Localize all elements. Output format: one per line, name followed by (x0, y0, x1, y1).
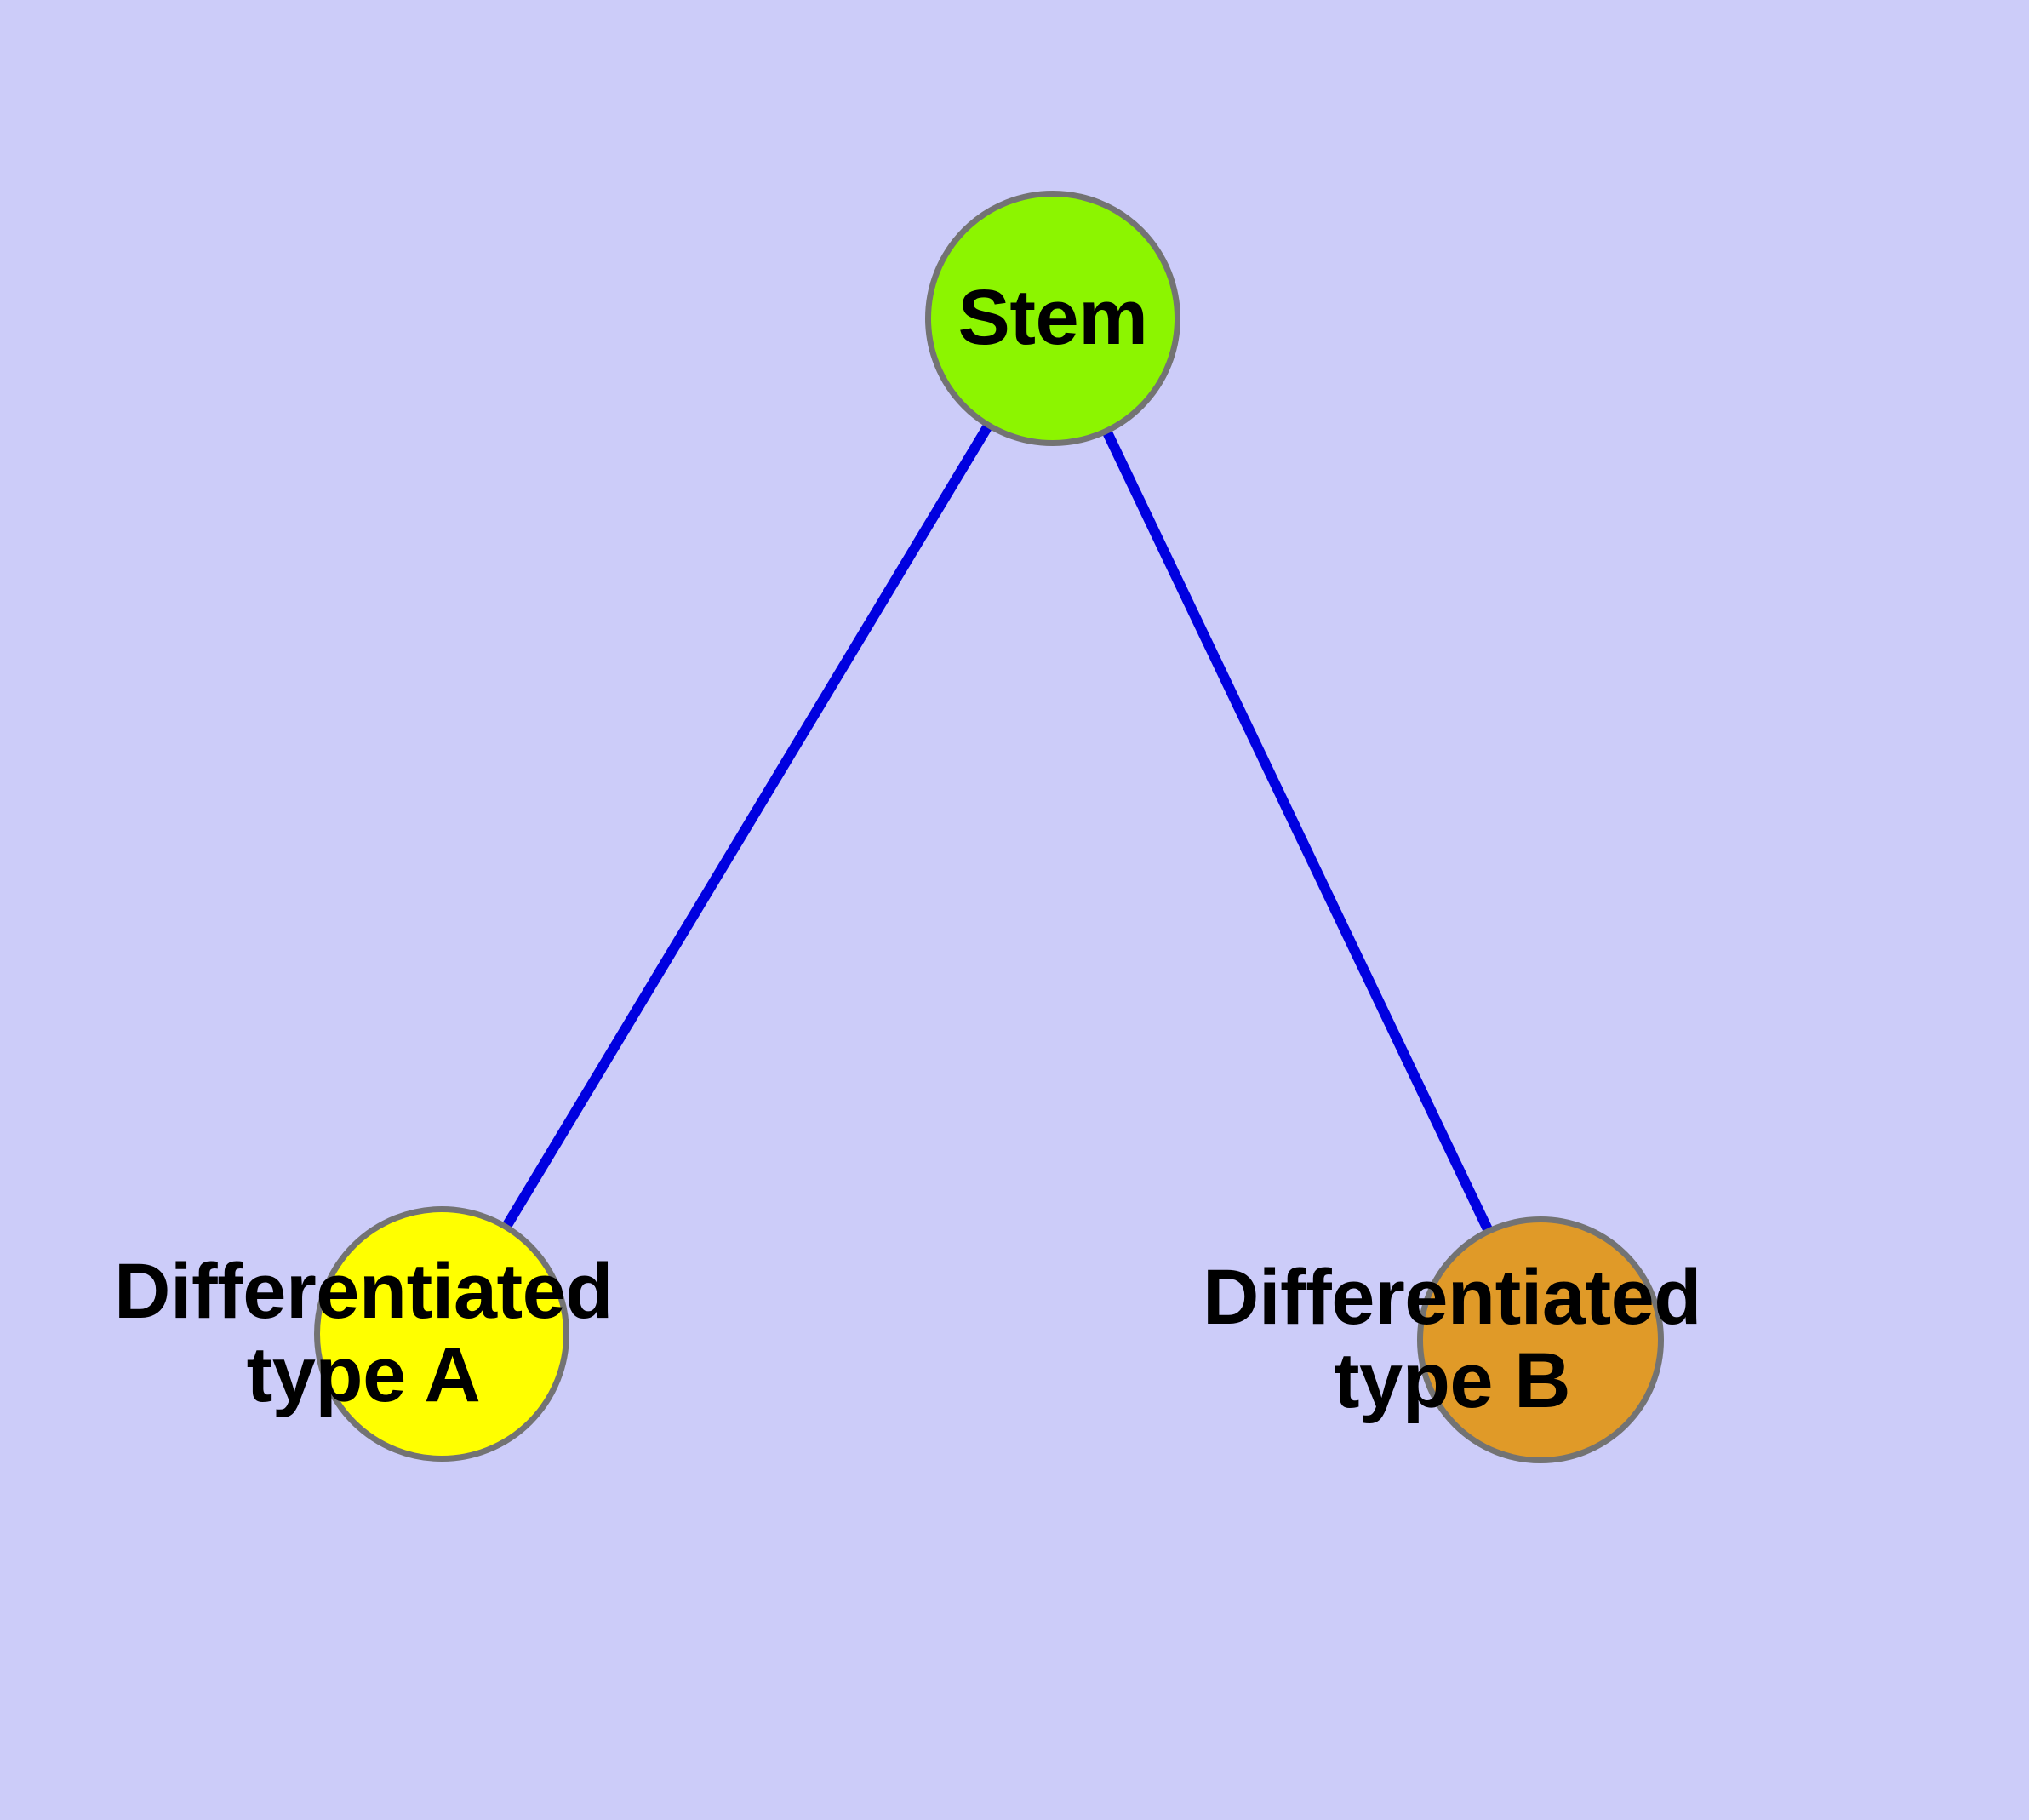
node-differentiated-type-a[interactable] (314, 1206, 569, 1462)
edge-stem-to-diff-a[interactable] (437, 315, 1058, 1337)
edge-stem-to-diff-b[interactable] (1048, 316, 1546, 1342)
node-stem[interactable] (925, 191, 1180, 446)
node-differentiated-type-b[interactable] (1417, 1216, 1664, 1463)
